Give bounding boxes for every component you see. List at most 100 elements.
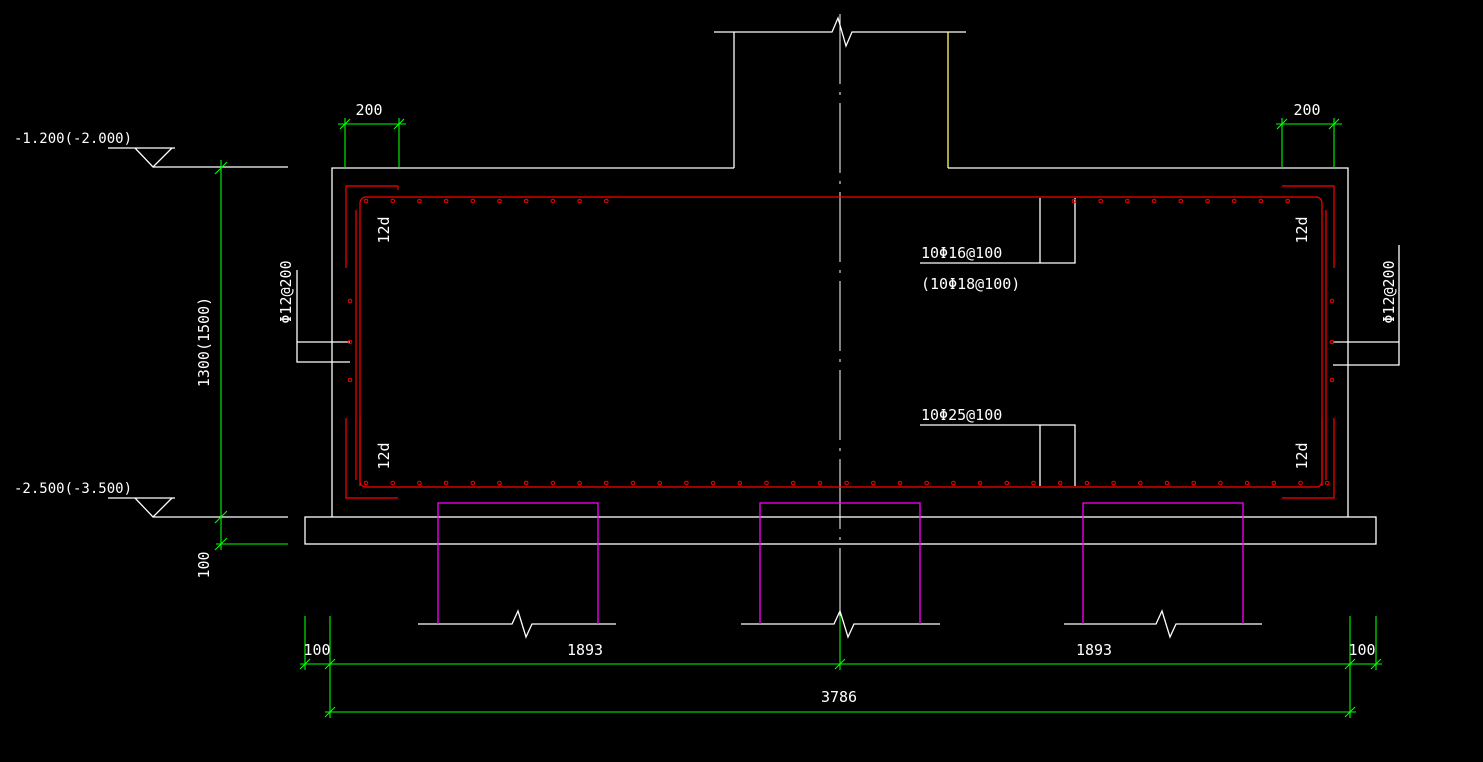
main-rebar-loop [359, 196, 1323, 488]
pile-middle [759, 502, 921, 624]
rebar-dot-bottom [1004, 480, 1010, 486]
rebar-dot-bottom [1138, 480, 1143, 486]
rebar-dot-bottom [871, 480, 876, 486]
rebar-dot-top-left [604, 198, 609, 204]
rebar-dot-bottom [1271, 480, 1277, 486]
top-left-tick-2 [393, 118, 405, 130]
rebar-dot-bottom [1057, 480, 1063, 486]
pile-break-left [418, 609, 616, 639]
rebar-dot-bottom [817, 480, 823, 486]
rebar-dot-bottom [951, 480, 956, 486]
rebar-dot-top-left [443, 198, 449, 204]
rebar-dot-top-right [1205, 198, 1210, 204]
pile-left [437, 502, 599, 624]
rebar-dot-top-right [1098, 198, 1103, 204]
height-dim-label: 1300(1500) [195, 297, 213, 387]
rebar-dot-top-left [497, 198, 502, 204]
span-tick-4 [1344, 658, 1356, 670]
level-top-label: -1.200(-2.000) [14, 131, 132, 147]
rebar-dot-bottom [1031, 480, 1036, 486]
side-left-leader [296, 270, 350, 363]
dimension-lines [214, 118, 1382, 718]
span-tick-3 [834, 658, 846, 670]
rebar-dot-side-left [347, 298, 353, 304]
rebar-dot-top-right [1231, 198, 1237, 204]
top-left-width-label: 200 [355, 101, 382, 119]
rebar-dot-bottom [470, 480, 476, 486]
cushion-dim-label: 100 [195, 551, 213, 578]
rebar-dot-bottom [1218, 480, 1223, 486]
anchor-hook-top-left [345, 185, 398, 268]
rebar-dot-top-left [390, 198, 396, 204]
column-break-line [714, 16, 966, 48]
rebar-dot-side-right [1329, 298, 1335, 304]
rebar-dot-side-right [1329, 377, 1335, 383]
rebar-dot-bottom [977, 480, 983, 486]
bottom-rebar-label: 10Φ25@100 [921, 406, 1002, 424]
rebar-dot-top-right [1285, 198, 1290, 204]
anchor-label-bottom-left: 12d [375, 442, 393, 469]
concrete-outline [108, 16, 1400, 639]
rebar-dot-bottom [1084, 480, 1090, 486]
rebar-dot-top-left [363, 198, 369, 204]
rebar-dot-bottom [523, 480, 529, 486]
rebar-dot-bottom [497, 480, 502, 486]
height-dim-tick-top [214, 161, 228, 175]
pile-right [1082, 502, 1244, 624]
span-right-label: 1893 [1076, 641, 1112, 659]
rebar-dot-bottom [1164, 480, 1170, 486]
rebar-dot-group [347, 198, 1335, 486]
rebar-dot-top-left [470, 198, 476, 204]
rebar-dot-side-left [347, 377, 353, 383]
rebar-dot-bottom [1298, 480, 1303, 486]
rebar-dot-bottom [604, 480, 609, 486]
rebar-dot-bottom [417, 480, 422, 486]
rebar-dot-bottom [764, 480, 769, 486]
rebar-dot-bottom [710, 480, 716, 486]
span-tick-5 [1370, 658, 1382, 670]
rebar-dot-bottom [630, 480, 636, 486]
level-bottom-label: -2.500(-3.500) [14, 481, 132, 497]
rebar-dot-bottom [924, 480, 930, 486]
rebar-dot-bottom [550, 480, 556, 486]
rebar-dot-bottom [790, 480, 796, 486]
rebar-dot-top-left [577, 198, 582, 204]
top-right-tick-2 [1328, 118, 1340, 130]
rebar-dot-bottom [577, 480, 582, 486]
annotations: -1.200(-2.000) -2.500(-3.500) 1300(1500)… [14, 101, 1398, 706]
rebar-dot-top-left [417, 198, 422, 204]
span-left-label: 1893 [567, 641, 603, 659]
anchor-label-top-left: 12d [375, 216, 393, 243]
top-right-tick-1 [1276, 118, 1288, 130]
rebar-dot-side-right [1329, 339, 1335, 345]
pile-break-right [1064, 609, 1262, 639]
rebar-dot-top-right [1258, 198, 1264, 204]
total-tick-1 [324, 706, 336, 718]
rebar-dot-bottom [363, 480, 369, 486]
top-rebar-leader [920, 198, 1076, 264]
rebar-dot-side-left [347, 339, 353, 345]
top-left-tick-1 [339, 118, 351, 130]
rebar-cage [345, 185, 1335, 499]
rebar-dot-top-right [1178, 198, 1184, 204]
side-rebar-right-label: Φ12@200 [1380, 260, 1398, 323]
rebar-dot-top-left [550, 198, 556, 204]
edge-left-label: 100 [303, 641, 330, 659]
rebar-dot-bottom [844, 480, 849, 486]
rebar-dot-top-right [1071, 198, 1077, 204]
anchor-label-top-right: 12d [1293, 216, 1311, 243]
edge-right-label: 100 [1348, 641, 1375, 659]
height-dim-tick-mid [214, 510, 228, 524]
span-tick-2 [324, 658, 336, 670]
rebar-dot-top-right [1151, 198, 1157, 204]
level-bottom-triangle [134, 497, 173, 518]
cap-top-left [331, 167, 734, 517]
rebar-dot-bottom [1244, 480, 1250, 486]
anchor-hook-bottom-left [345, 418, 398, 499]
rebar-dot-bottom [1324, 480, 1330, 486]
rebar-dot-bottom [443, 480, 449, 486]
total-width-label: 3786 [821, 688, 857, 706]
rebar-dot-top-right [1125, 198, 1130, 204]
